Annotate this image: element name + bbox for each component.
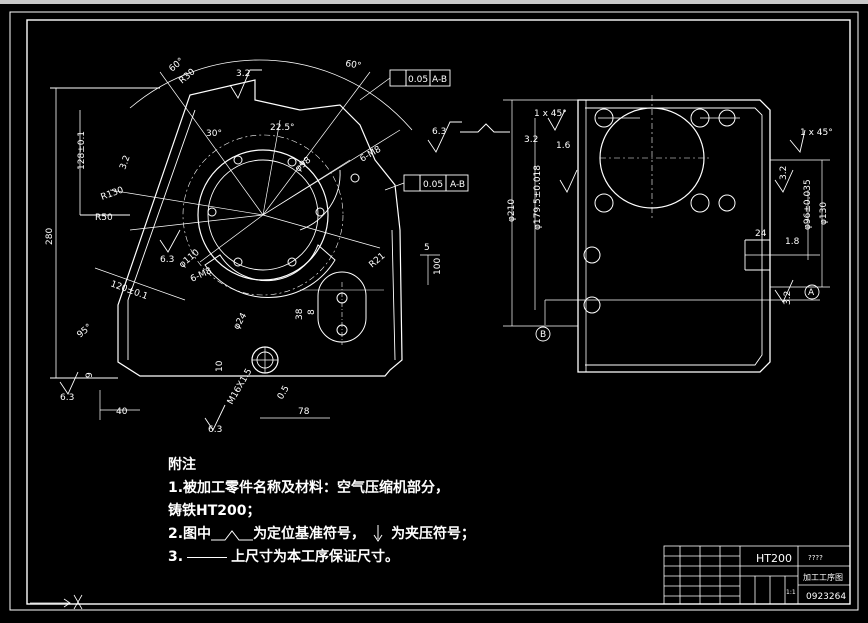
- dim-phi24: φ24: [232, 311, 249, 331]
- dim-roughness: 6.3: [432, 127, 446, 137]
- bore-mid: [207, 159, 319, 271]
- dim-roughness: 6.3: [208, 425, 222, 435]
- title-name: 加工工序图: [803, 572, 843, 582]
- dim-angle-left: 60°: [168, 56, 187, 74]
- notes-line-3-suffix: 为夹压符号；: [391, 526, 476, 542]
- title-scale: 1:1: [786, 589, 796, 596]
- dim-78: 78: [298, 407, 310, 417]
- dim-r21: R21: [368, 251, 388, 270]
- notes-line-3-prefix: 2.图中: [168, 526, 212, 542]
- bore-outer: [197, 149, 329, 281]
- bore-bolt-circle: [182, 134, 344, 296]
- dim-128: 128±0.1: [77, 131, 87, 170]
- notes-line-3-mid: 为定位基准符号，: [253, 526, 366, 542]
- title-drawing-no: 0923264: [806, 592, 846, 602]
- dim-roughness: 6.3: [160, 255, 174, 265]
- dim-roughness: 3.2: [783, 291, 793, 305]
- dim-r130: R130: [100, 185, 126, 203]
- dim-280: 280: [45, 228, 55, 245]
- dim-phi110: φ110: [178, 248, 202, 271]
- dim-phi130: φ130: [819, 202, 829, 225]
- dim-30: 30°: [206, 129, 222, 139]
- dim-thread-top: 6-M8: [359, 145, 384, 165]
- notes-line-2: 铸铁HT200；: [168, 503, 261, 519]
- dim-38: 38: [295, 308, 305, 320]
- dim-thread-bottom: M16X1.5: [226, 367, 255, 406]
- notes-line-4: 3. 上尺寸为本工序保证尺寸。: [168, 546, 475, 569]
- dim-angle-right: 60°: [344, 59, 361, 72]
- dim-tol-value: 0.05: [408, 75, 428, 85]
- window-top-bar: [0, 0, 868, 4]
- notes-line-4-text: 上尺寸为本工序保证尺寸。: [231, 549, 400, 565]
- dim-roughness: 3.2: [236, 69, 250, 79]
- locating-symbol-icon: [211, 527, 254, 541]
- dim-phi179: φ179.5±0.018: [533, 165, 543, 230]
- dim-roughness: 1.8: [785, 237, 800, 247]
- dim-10: 10: [215, 360, 225, 372]
- dim-roughness: 6.3: [60, 393, 74, 403]
- section-outline: [577, 99, 771, 373]
- dim-40: 40: [116, 407, 128, 417]
- notes-block: 附注 1.被加工零件名称及材料：空气压缩机部分， 铸铁HT200； 2.图中 为定…: [168, 454, 475, 569]
- dim-roughness: 3.2: [118, 154, 132, 171]
- dim-chamfer-right: 1 x 45°: [800, 128, 833, 138]
- dim-thread-left: 6-M8: [189, 266, 214, 285]
- drawing-border-outer: [9, 11, 859, 611]
- right-view: [503, 95, 830, 373]
- datum-a-label: A: [808, 288, 815, 298]
- dim-22: 22.5°: [270, 123, 295, 133]
- dim-phi96: φ96±0.035: [803, 179, 813, 230]
- dim-95: 95°: [76, 322, 95, 340]
- underline-mark: [187, 556, 228, 558]
- dim-chamfer-left: 1 x 45°: [534, 109, 567, 119]
- datum-b-label: B: [540, 330, 546, 340]
- dim-24: 24: [755, 229, 767, 239]
- dim-100: 100: [433, 258, 443, 275]
- dim-roughness: 3.2: [779, 166, 789, 180]
- ucs-icon: [30, 594, 83, 610]
- dim-05: 0.5: [276, 384, 292, 401]
- dim-9: 9: [85, 372, 95, 378]
- housing-outline: [117, 79, 403, 377]
- dim-tol-ref: A-B: [450, 180, 465, 190]
- dim-r-top: R30: [178, 67, 198, 86]
- notes-line-4-prefix: 3.: [168, 549, 184, 565]
- drawing-border-inner: [26, 19, 851, 605]
- title-material: HT200: [756, 552, 792, 565]
- notes-heading: 附注: [168, 457, 196, 473]
- clamp-symbol-icon: [365, 525, 391, 543]
- dim-r50: R50: [95, 213, 113, 223]
- title-block: [663, 545, 851, 605]
- dim-5: 5: [424, 243, 430, 253]
- dim-roughness: 1.6: [556, 141, 571, 151]
- notes-line-3: 2.图中 为定位基准符号， 为夹压符号；: [168, 523, 475, 546]
- angle-arc: [129, 59, 413, 131]
- dim-8: 8: [307, 309, 317, 315]
- title-unknown: ????: [808, 554, 823, 562]
- dim-120: 120±0.1: [109, 279, 149, 302]
- dim-phi210: φ210: [507, 199, 517, 222]
- dim-tol-value: 0.05: [423, 180, 443, 190]
- dim-tol-ref: A-B: [432, 75, 447, 85]
- dim-roughness: 3.2: [524, 135, 538, 145]
- notes-line-1: 1.被加工零件名称及材料：空气压缩机部分，: [168, 480, 450, 496]
- left-view: [50, 59, 510, 431]
